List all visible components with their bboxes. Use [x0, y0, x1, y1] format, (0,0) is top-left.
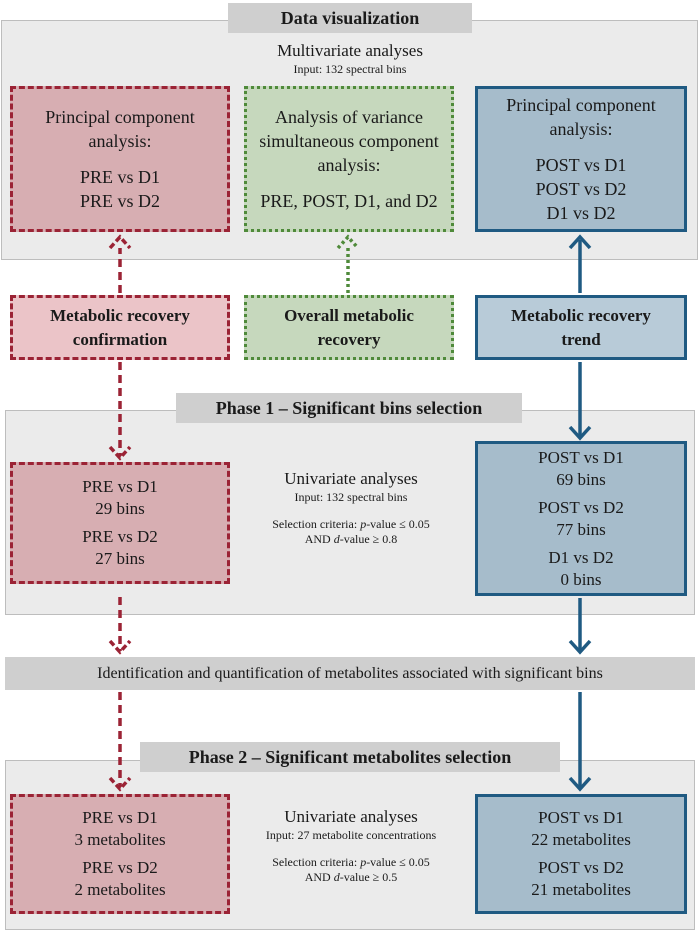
red-arrowhead-down-3	[108, 776, 132, 792]
pca-right-line3: POST vs D1	[535, 155, 627, 175]
blue-arrowhead-up	[568, 234, 592, 250]
asca-line3: analysis:	[317, 155, 381, 175]
multivariate-title: Multivariate analyses	[277, 41, 423, 60]
confirmation-box: Metabolic recovery confirmation	[10, 295, 230, 360]
asca-box: Analysis of variance simultaneous compon…	[244, 86, 454, 232]
red-arrowhead-down-1	[108, 445, 132, 461]
phase1-banner: Phase 1 – Significant bins selection	[176, 393, 522, 423]
blue-arrowhead-down-1	[568, 425, 592, 441]
green-arrowhead-up	[336, 234, 360, 250]
pca-left-line1: Principal component	[45, 107, 195, 127]
pca-right-line2: analysis:	[549, 119, 613, 139]
data-visualization-banner: Data visualization	[228, 3, 472, 33]
blue-arrowhead-down-2	[568, 639, 592, 655]
phase2-center-text: Univariate analyses Input: 27 metabolite…	[265, 807, 437, 884]
asca-line1: Analysis of variance	[275, 107, 423, 127]
pca-right-line4: POST vs D2	[535, 179, 627, 199]
phase1-right-box: POST vs D1 69 bins POST vs D2 77 bins D1…	[475, 441, 687, 596]
identification-banner: Identification and quantification of met…	[5, 657, 695, 690]
phase1-left-box: PRE vs D1 29 bins PRE vs D2 27 bins	[10, 462, 230, 584]
pca-right-box: Principal component analysis: POST vs D1…	[475, 86, 687, 232]
pca-right-line1: Principal component	[506, 95, 656, 115]
red-arrowhead-up	[108, 234, 132, 250]
asca-line2: simultaneous component	[259, 131, 439, 151]
phase2-banner: Phase 2 – Significant metabolites select…	[140, 742, 560, 772]
pca-left-box: Principal component analysis: PRE vs D1 …	[10, 86, 230, 232]
pca-left-line3: PRE vs D1	[79, 167, 160, 187]
red-arrowhead-down-2	[108, 639, 132, 655]
pca-left-line4: PRE vs D2	[79, 191, 160, 211]
overall-recovery-box: Overall metabolic recovery	[244, 295, 454, 360]
multivariate-input: Input: 132 spectral bins	[293, 62, 407, 76]
pca-left-line2: analysis:	[88, 131, 152, 151]
phase2-left-box: PRE vs D1 3 metabolites PRE vs D2 2 meta…	[10, 794, 230, 914]
blue-arrowhead-down-3	[568, 776, 592, 792]
phase2-right-box: POST vs D1 22 metabolites POST vs D2 21 …	[475, 794, 687, 914]
trend-box: Metabolic recovery trend	[475, 295, 687, 360]
pca-right-line5: D1 vs D2	[546, 203, 616, 223]
asca-line4: PRE, POST, D1, and D2	[260, 191, 438, 211]
phase1-center-text: Univariate analyses Input: 132 spectral …	[272, 469, 430, 546]
